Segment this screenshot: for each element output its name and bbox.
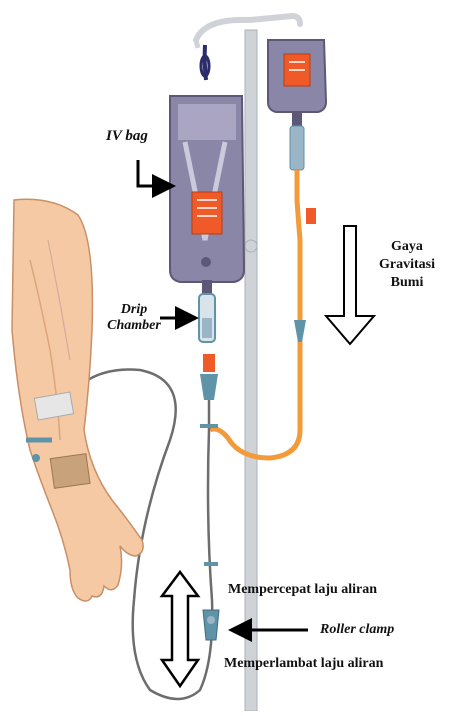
gravity-label-line1: Gaya xyxy=(368,238,446,256)
iv-bag-label: IV bag xyxy=(106,128,148,145)
gravity-label: Gaya Gravitasi Bumi xyxy=(368,238,446,293)
faster-flow-label: Mempercepat laju aliran xyxy=(228,582,377,598)
bag-hanger xyxy=(201,45,209,80)
iv-bag-pointer xyxy=(138,160,170,186)
double-arrow-vertical-icon xyxy=(162,572,198,686)
drip-chamber-label: Drip Chamber xyxy=(98,302,170,334)
down-arrow-outline-icon xyxy=(326,226,374,344)
gravity-label-line3: Bumi xyxy=(368,274,446,292)
roller-clamp-label: Roller clamp xyxy=(320,622,394,638)
drip-chamber-label-line1: Drip xyxy=(98,302,170,318)
drip-chamber xyxy=(199,294,218,400)
iv-bag-secondary xyxy=(268,40,326,126)
slower-flow-label: Memperlambat laju aliran xyxy=(224,656,383,672)
iv-bag-main xyxy=(170,96,244,294)
patient-arm xyxy=(12,199,143,601)
gravity-label-line2: Gravitasi xyxy=(368,256,446,274)
drip-chamber-label-line2: Chamber xyxy=(98,318,170,334)
